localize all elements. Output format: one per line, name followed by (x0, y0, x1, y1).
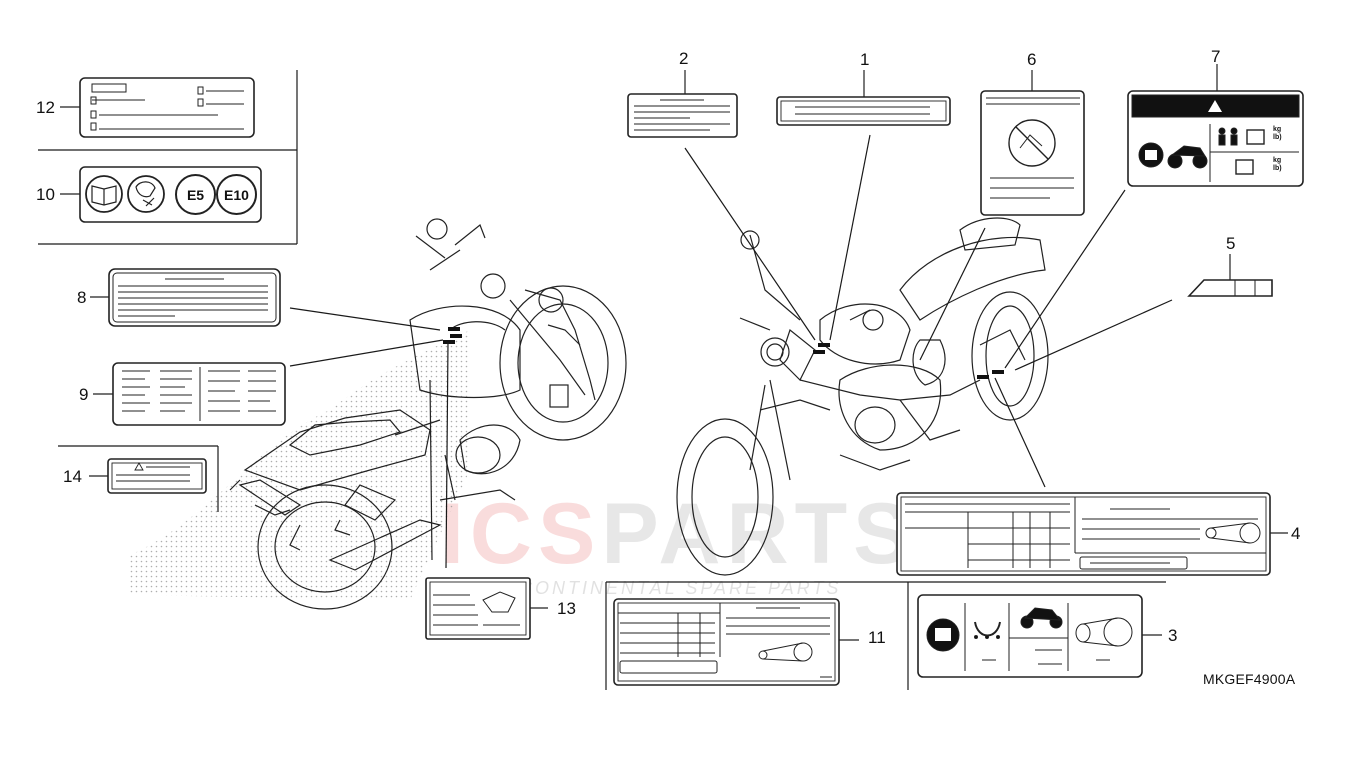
label-7-top-kg: kg (1273, 126, 1282, 133)
label-1 (776, 70, 951, 126)
callout-4: 4 (1291, 524, 1301, 543)
leader-lines (289, 134, 1173, 569)
right-motorcycle-illustration (676, 217, 1049, 576)
e5-badge: E5 (175, 174, 216, 215)
label-14 (89, 458, 207, 494)
callout-7: 7 (1211, 47, 1221, 66)
label-8 (90, 268, 281, 327)
label-7 (1127, 64, 1304, 187)
callout-2: 2 (679, 49, 689, 68)
label-4 (896, 492, 1288, 576)
watermark-brand: ICSPARTS (440, 485, 916, 584)
label-7-bottom-weight: kg lb) (1273, 157, 1282, 173)
watermark-brand-gray: PARTS (601, 486, 917, 582)
label-10 (60, 166, 262, 223)
diagram-code: MKGEF4900A (1203, 671, 1296, 687)
callout-12: 12 (36, 98, 55, 117)
label-5 (1187, 254, 1273, 297)
left-bike-label-marks (443, 327, 462, 344)
label-12 (60, 77, 255, 138)
left-motorcycle-illustration (229, 218, 627, 610)
callout-8: 8 (77, 288, 87, 307)
label-6 (980, 70, 1085, 216)
right-bike-label-marks (813, 343, 1004, 379)
watermark-brand-red: ICS (440, 486, 602, 582)
watermark-tagline: INTERCONTINENTAL SPARE PARTS (450, 578, 842, 598)
label-11 (613, 598, 859, 686)
label-9 (93, 362, 286, 426)
e10-badge: E10 (216, 174, 257, 215)
section-dividers (38, 70, 1166, 690)
callout-13: 13 (557, 599, 576, 618)
callout-1: 1 (860, 50, 870, 69)
label-7-bottom-kg: kg (1273, 157, 1282, 164)
label-13 (425, 577, 548, 640)
label-2 (627, 70, 738, 138)
label-7-bottom-lb: lb) (1273, 165, 1282, 172)
callout-11: 11 (868, 628, 886, 647)
label-7-top-weight: kg lb) (1273, 126, 1282, 142)
callout-6: 6 (1027, 50, 1037, 69)
label-7-top-lb: lb) (1273, 134, 1282, 141)
callout-14: 14 (63, 467, 82, 486)
callout-3: 3 (1168, 626, 1178, 645)
callout-9: 9 (79, 385, 89, 404)
callout-10: 10 (36, 185, 55, 204)
stipple-shading (130, 330, 470, 600)
callout-5: 5 (1226, 234, 1236, 253)
label-3 (917, 594, 1162, 678)
